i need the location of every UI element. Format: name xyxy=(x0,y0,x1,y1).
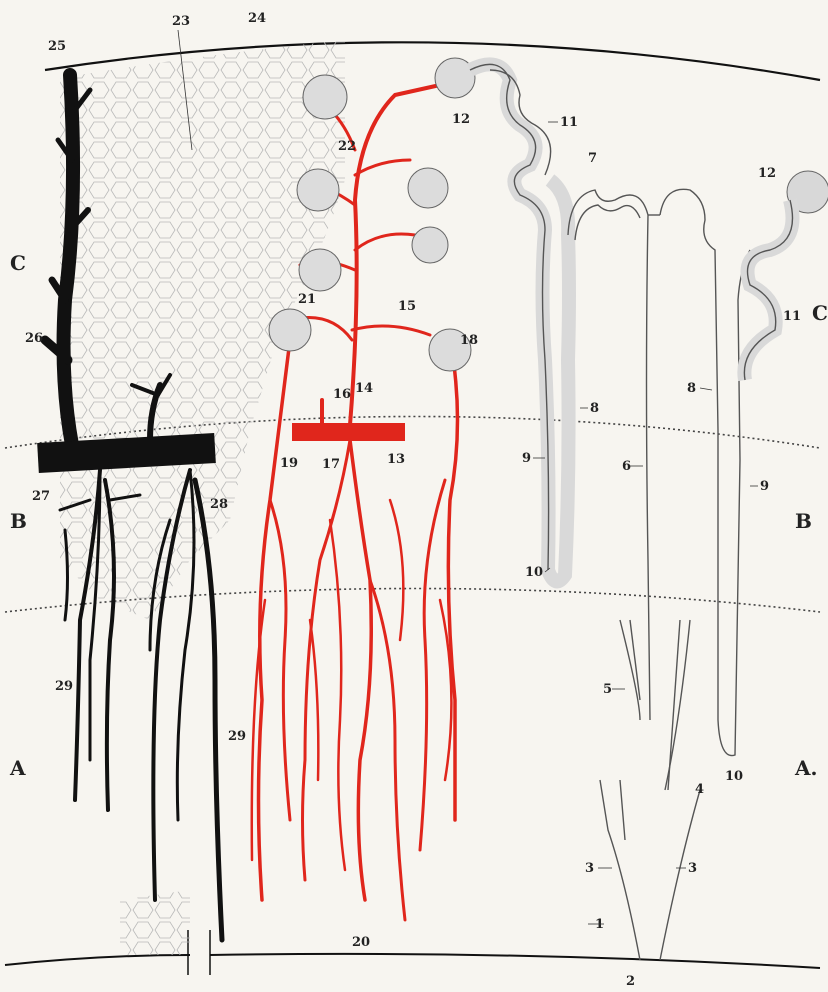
capsule-bottom-line-left xyxy=(5,955,190,965)
label-8a: 8 xyxy=(590,401,599,416)
convoluted-tubule-right-11 xyxy=(744,200,792,380)
nephron-tubules xyxy=(470,64,793,960)
label-15: 15 xyxy=(398,299,416,314)
label-18: 18 xyxy=(460,333,478,348)
zone-b-left: B xyxy=(10,509,27,533)
label-28: 28 xyxy=(210,497,228,512)
zone-b-right: B xyxy=(795,509,812,533)
label-10a: 10 xyxy=(525,565,543,580)
glomerulus xyxy=(297,169,339,211)
label-11b: 11 xyxy=(783,309,801,324)
label-7: 7 xyxy=(588,151,597,166)
label-13: 13 xyxy=(387,452,405,467)
zone-c-left: C xyxy=(10,251,26,275)
label-12b: 12 xyxy=(758,166,776,181)
glomerulus xyxy=(412,227,448,263)
label-10b: 10 xyxy=(725,769,743,784)
label-3b: 3 xyxy=(688,861,697,876)
label-19: 19 xyxy=(280,456,298,471)
zone-a-right: A. xyxy=(794,756,817,780)
label-12a: 12 xyxy=(452,112,470,127)
zone-a-left: A xyxy=(9,756,26,780)
label-21: 21 xyxy=(298,292,316,307)
glomerulus xyxy=(408,168,448,208)
label-8b: 8 xyxy=(687,381,696,396)
label-17: 17 xyxy=(322,457,340,472)
capsule-bottom-line-right xyxy=(210,954,820,968)
label-25: 25 xyxy=(48,39,66,54)
label-4: 4 xyxy=(695,782,704,797)
zone-c-right: C xyxy=(812,301,828,325)
glomerulus xyxy=(303,75,347,119)
label-26: 26 xyxy=(25,331,43,346)
label-29a: 29 xyxy=(55,679,73,694)
glomerulus xyxy=(269,309,311,351)
label-20: 20 xyxy=(352,935,370,950)
arcuate-vein-27 xyxy=(38,448,215,458)
label-5: 5 xyxy=(603,682,612,697)
label-3a: 3 xyxy=(585,861,594,876)
label-24: 24 xyxy=(248,11,266,26)
label-1: 1 xyxy=(595,917,604,932)
label-29b: 29 xyxy=(228,729,246,744)
label-14: 14 xyxy=(355,381,373,396)
convoluted-tubule-11 xyxy=(470,64,569,581)
label-6: 6 xyxy=(622,459,631,474)
label-27: 27 xyxy=(32,489,50,504)
label-2: 2 xyxy=(626,974,635,989)
label-9b: 9 xyxy=(760,479,769,494)
glomerulus xyxy=(299,249,341,291)
label-16: 16 xyxy=(333,387,351,402)
label-9a: 9 xyxy=(522,451,531,466)
label-11a: 11 xyxy=(560,115,578,130)
label-23: 23 xyxy=(172,14,190,29)
label-22: 22 xyxy=(338,139,356,154)
